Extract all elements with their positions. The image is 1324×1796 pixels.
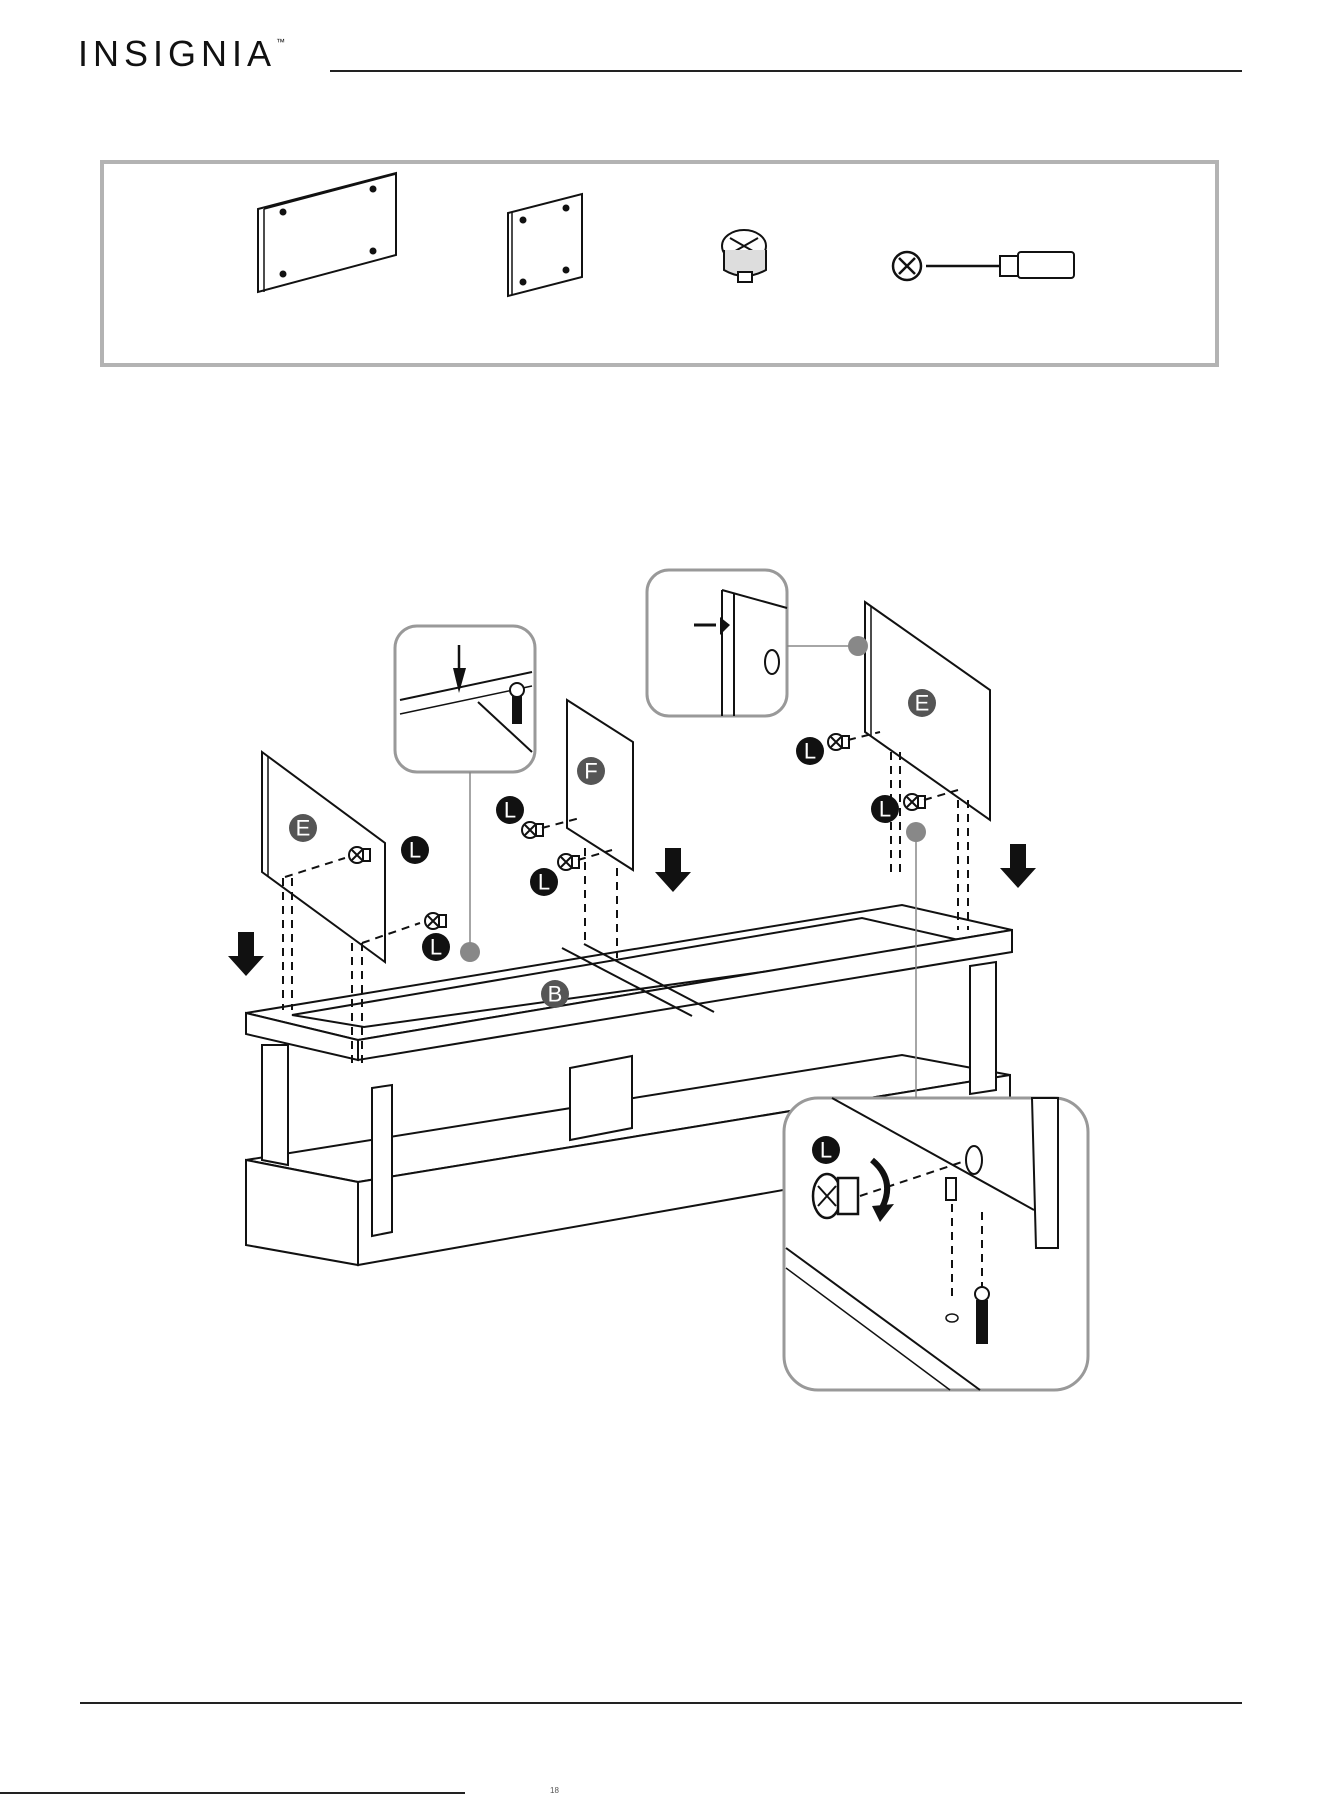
bottom-rule [0,1792,465,1794]
svg-text:L: L [504,798,516,823]
phillips-screwdriver-icon [893,252,1074,280]
svg-text:L: L [804,739,816,764]
svg-text:L: L [820,1138,832,1163]
base-label: B [548,982,563,1007]
large-panel-icon [258,173,396,292]
cam-lock-icon [722,230,766,282]
svg-text:L: L [879,797,891,822]
footer-rule [80,1702,1242,1704]
svg-text:E: E [296,816,311,841]
panel-f: F [567,700,633,958]
detail-cam-callout: L [784,822,1088,1390]
svg-text:L: L [409,838,421,863]
detail-edge-callout [647,570,868,716]
panel-e-right: E [865,602,990,930]
svg-text:E: E [915,691,930,716]
detail-slot-callout [395,626,535,962]
svg-text:L: L [430,935,442,960]
svg-text:L: L [538,870,550,895]
page-number: 18 [550,1786,559,1795]
svg-text:F: F [584,759,597,784]
small-panel-icon [508,194,582,296]
